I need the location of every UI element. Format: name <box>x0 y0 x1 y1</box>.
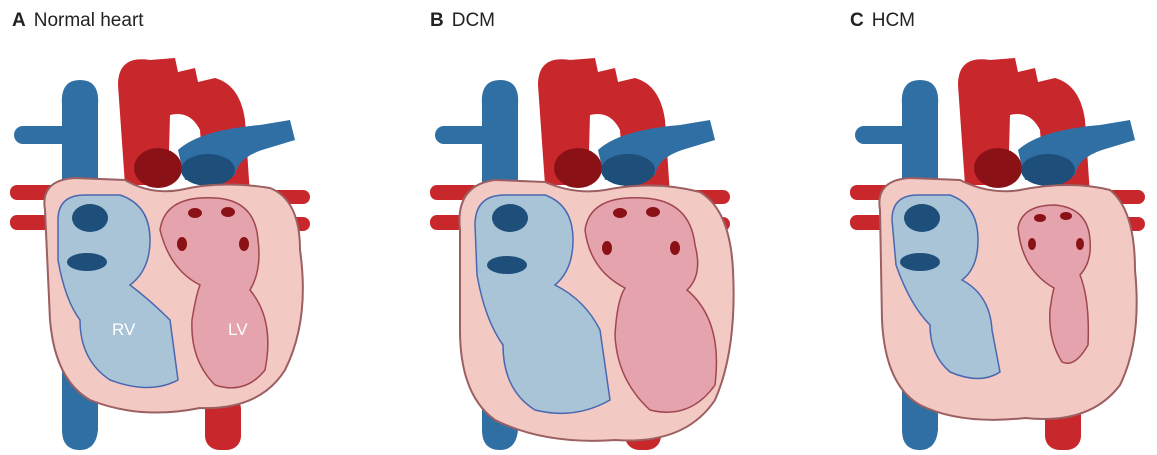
pulmonary-opening <box>181 154 235 186</box>
pulmonary-vein-opening <box>670 241 680 255</box>
tricuspid-opening <box>72 204 108 232</box>
tricuspid-opening <box>492 204 528 232</box>
pulmonary-vein-opening <box>1060 212 1072 220</box>
aorta-opening <box>554 148 602 188</box>
pulmonary-opening <box>601 154 655 186</box>
pulmonary-vein-opening <box>613 208 627 218</box>
pulmonary-opening <box>1021 154 1075 186</box>
lv-label: LV <box>228 320 248 339</box>
pulmonary-vein-opening <box>1034 214 1046 222</box>
aorta-opening <box>974 148 1022 188</box>
vena-cava-opening <box>67 253 107 271</box>
pulmonary-vein-opening <box>602 241 612 255</box>
dcm-heart-illustration <box>385 0 770 455</box>
vena-cava-opening <box>487 256 527 274</box>
tricuspid-opening <box>904 204 940 232</box>
hcm-heart-illustration <box>770 0 1155 455</box>
aorta-opening <box>134 148 182 188</box>
rv-label: RV <box>112 320 136 339</box>
pulmonary-vein-opening <box>646 207 660 217</box>
pulmonary-vein-opening <box>1076 238 1084 250</box>
pulmonary-vein-opening <box>188 208 202 218</box>
normal-heart-illustration: RV LV <box>0 0 385 455</box>
pulmonary-vein-opening <box>1028 238 1036 250</box>
vena-cava-opening <box>900 253 940 271</box>
pulmonary-vein-opening <box>239 237 249 251</box>
pulmonary-vein-opening <box>221 207 235 217</box>
pulmonary-vein-opening <box>177 237 187 251</box>
